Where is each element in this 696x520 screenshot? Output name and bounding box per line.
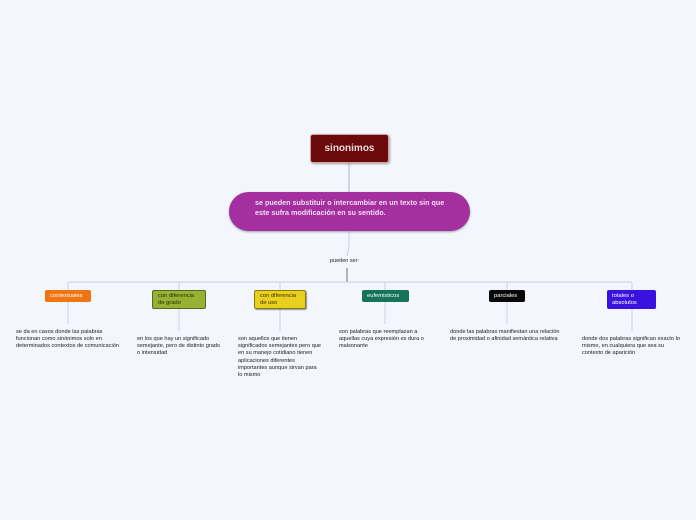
category-totales[interactable]: totales o absolutos (607, 290, 656, 309)
category-label: contextuales (50, 292, 83, 299)
category-diferencia-grado[interactable]: con diferencia de grado (152, 290, 206, 309)
description-eufemisticos: son palabras que reemplazan a aquellas c… (339, 329, 424, 350)
root-label: sinonimos (324, 143, 375, 154)
category-eufemisticos[interactable]: eufemisticos (362, 290, 409, 302)
description-parciales: donde las palabras manifiestan una relac… (450, 329, 560, 343)
description-diferencia-grado: en los que hay un significado semejante,… (137, 336, 221, 357)
category-contextuales[interactable]: contextuales (45, 290, 91, 302)
connector-label: pueden ser: (330, 258, 360, 264)
category-label: con diferencia de grado (158, 292, 195, 306)
category-parciales[interactable]: parciales (489, 290, 525, 302)
category-label: con diferencia de uso (260, 292, 297, 306)
category-diferencia-uso[interactable]: con diferencia de uso (254, 290, 306, 309)
description-contextuales: se da en casos donde las palabras funcio… (16, 329, 119, 350)
description-totales: donde dos palabras significan exacto lo … (582, 336, 680, 357)
definition-node[interactable]: se pueden substituir o intercambiar en u… (229, 192, 470, 231)
category-label: totales o absolutos (612, 292, 637, 306)
category-label: eufemisticos (367, 292, 400, 299)
definition-text: se pueden substituir o intercambiar en u… (255, 198, 445, 217)
description-diferencia-uso: son aquellos que tienen significados sem… (238, 336, 322, 379)
category-label: parciales (494, 292, 518, 299)
root-node[interactable]: sinonimos (310, 134, 389, 163)
